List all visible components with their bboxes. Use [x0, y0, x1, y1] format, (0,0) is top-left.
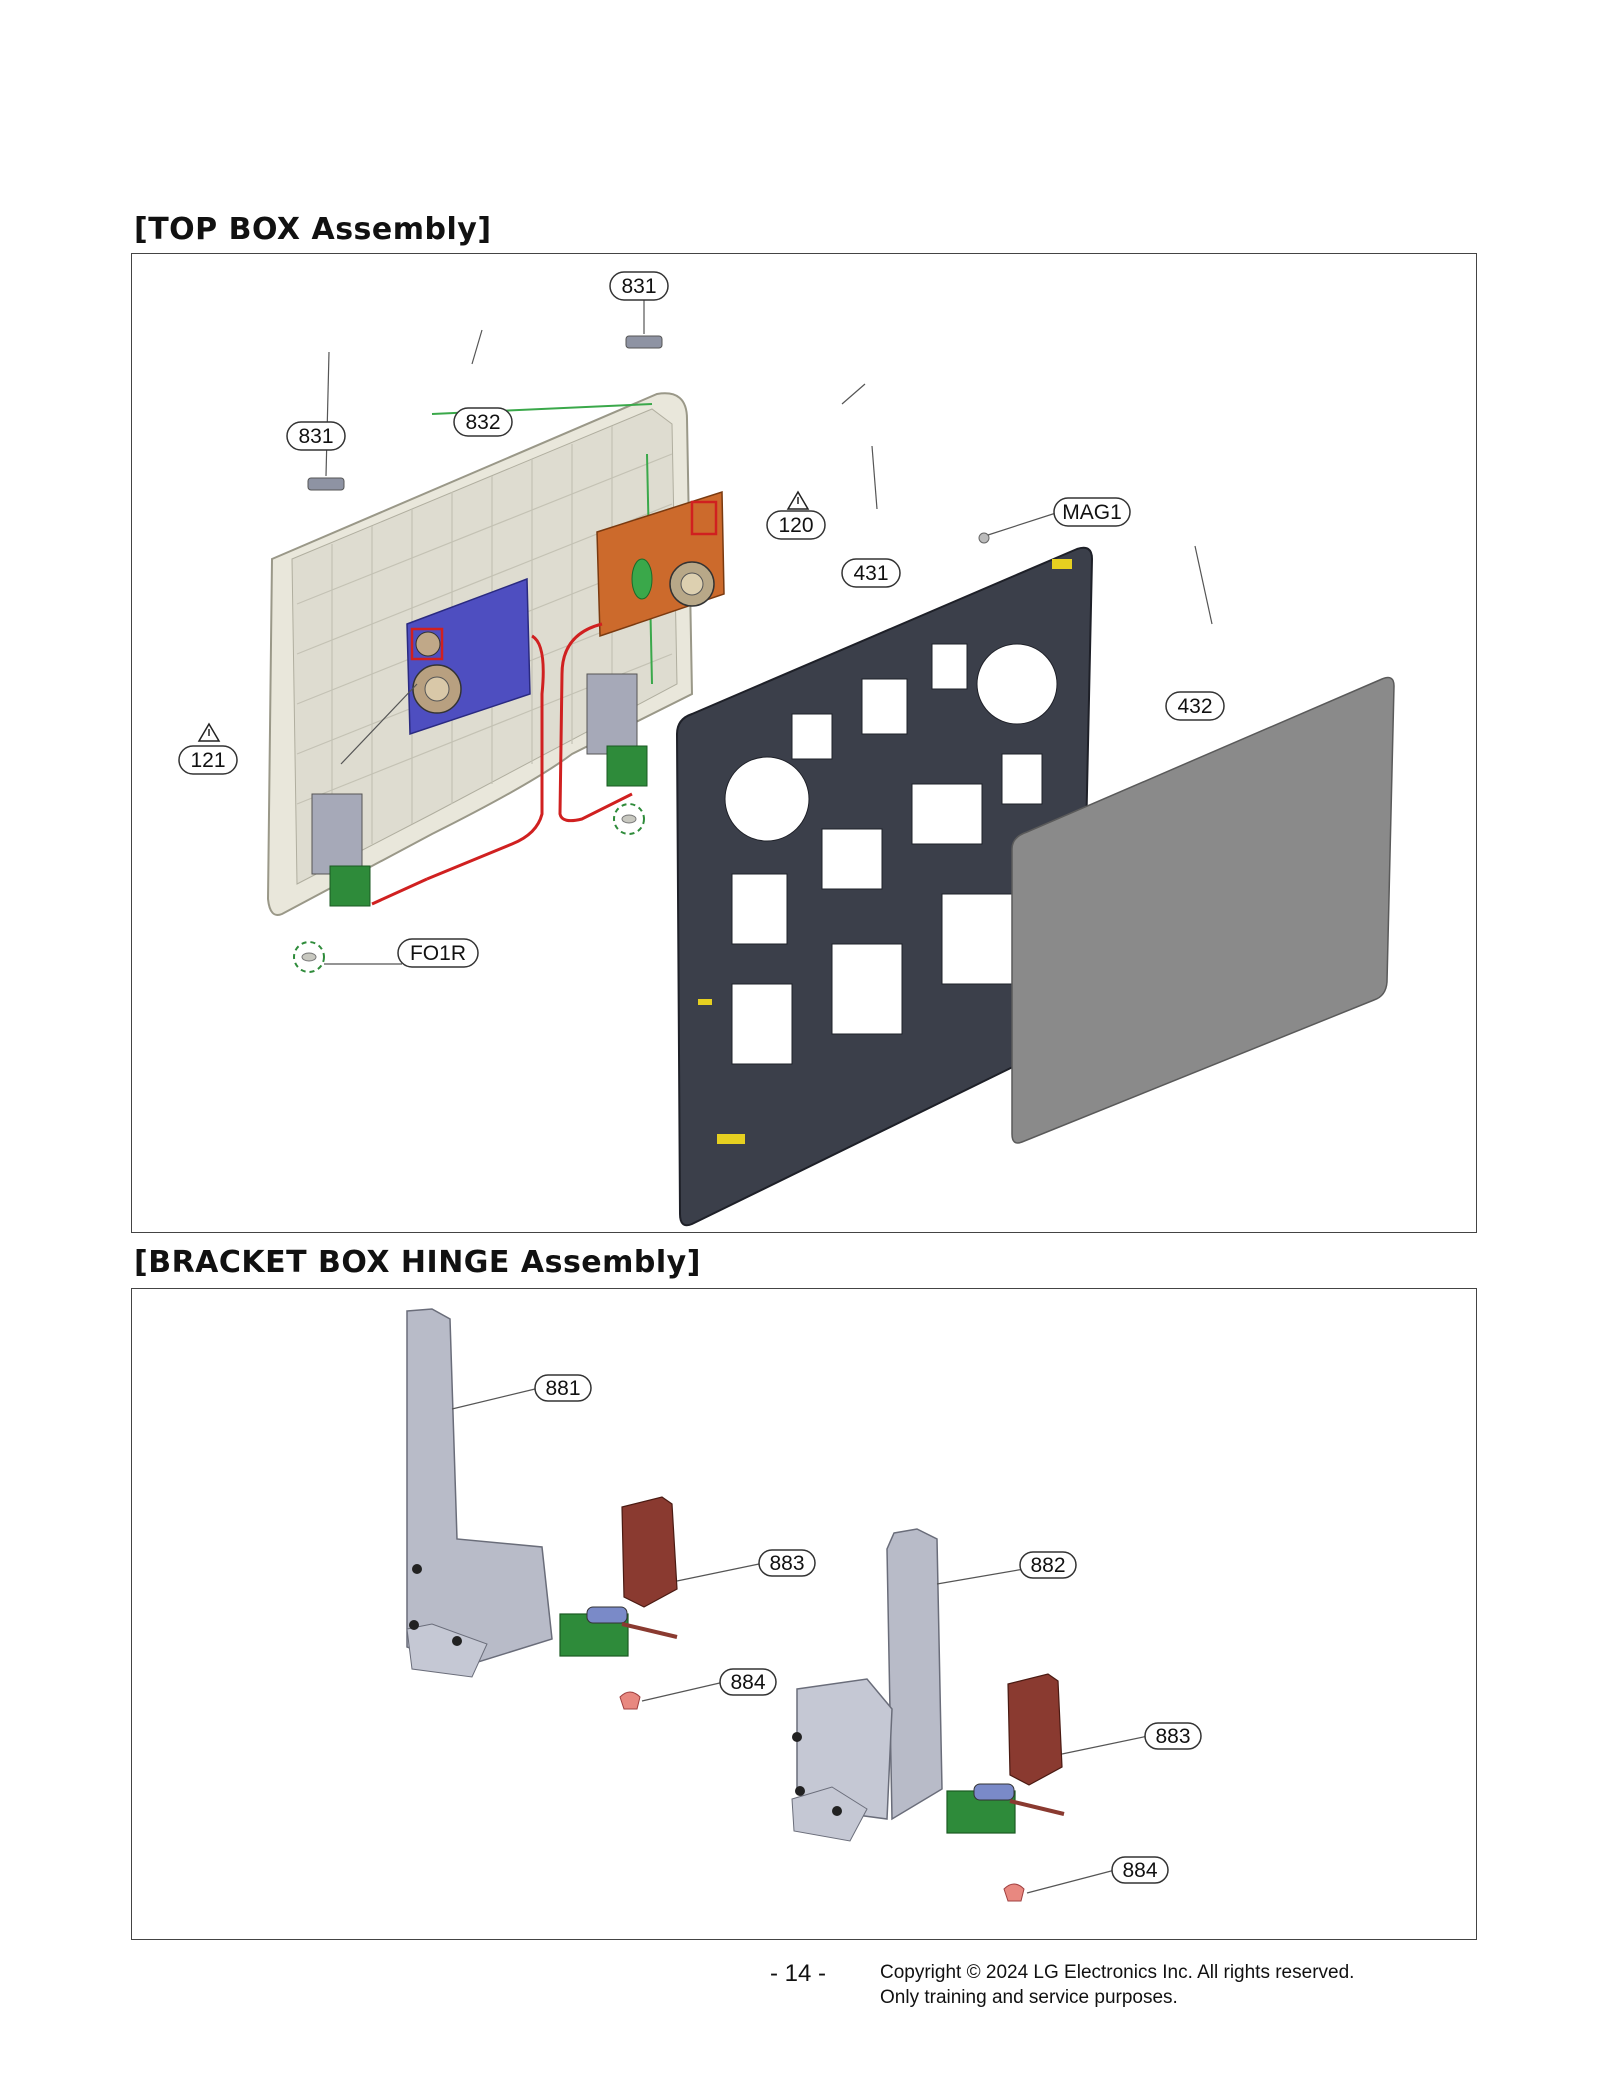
- callout-881: 881: [534, 1374, 592, 1402]
- bracket-881: [406, 1308, 553, 1678]
- top-box-panel: 831 831 832 120 MAG1 431 432 121: [131, 253, 1477, 1233]
- fo1r-detail-circle: [293, 941, 325, 973]
- bracket-hinge-panel: 881 883 884 882 883 884: [131, 1288, 1477, 1940]
- part-831-left: [307, 477, 345, 491]
- callout-884-left: 884: [719, 1668, 777, 1696]
- bracket-hinge-diagram: 881 883 884 882 883 884: [406, 1308, 1202, 1902]
- hinge-left: [311, 793, 371, 907]
- bracket-hinge-title: [BRACKET BOX HINGE Assembly]: [134, 1245, 701, 1280]
- svg-text:831: 831: [298, 425, 333, 448]
- svg-text:432: 432: [1177, 695, 1212, 718]
- pcb-121: [406, 577, 531, 736]
- panel-432: [1011, 676, 1395, 1144]
- svg-text:121: 121: [190, 749, 225, 772]
- copyright-line-1: Copyright © 2024 LG Electronics Inc. All…: [880, 1962, 1355, 1983]
- callout-121: 121: [178, 745, 238, 775]
- svg-text:882: 882: [1030, 1554, 1065, 1577]
- svg-text:881: 881: [545, 1377, 580, 1400]
- fo1r-part-circle: [613, 803, 645, 835]
- mag1-part: [978, 532, 990, 544]
- callout-883-left: 883: [758, 1549, 816, 1577]
- part-831-top: [625, 335, 663, 349]
- top-box-diagram: 831 831 832 120 MAG1 431 432 121: [178, 271, 1395, 1227]
- pcb-120: [596, 490, 725, 638]
- copyright-line-2: Only training and service purposes.: [880, 1987, 1178, 2008]
- svg-text:832: 832: [465, 411, 500, 434]
- clip-884-right: [1003, 1883, 1025, 1902]
- callout-432: 432: [1165, 691, 1225, 721]
- hinge-883-left: [559, 1496, 678, 1657]
- warning-icon: [197, 722, 221, 742]
- callout-431: 431: [841, 558, 901, 588]
- callout-120: 120: [766, 510, 826, 540]
- svg-text:MAG1: MAG1: [1062, 501, 1122, 524]
- copyright-notice: Copyright © 2024 LG Electronics Inc. All…: [880, 1960, 1354, 2010]
- hinge-883-right: [946, 1673, 1065, 1834]
- callout-mag1: MAG1: [1053, 497, 1131, 527]
- callout-882: 882: [1019, 1551, 1077, 1579]
- callout-884-right: 884: [1111, 1856, 1169, 1884]
- top-box-title: [TOP BOX Assembly]: [134, 212, 492, 247]
- callout-831-left: 831: [286, 421, 346, 451]
- svg-text:884: 884: [730, 1671, 765, 1694]
- hinge-right: [586, 673, 648, 787]
- svg-text:FO1R: FO1R: [410, 942, 466, 965]
- callout-883-right: 883: [1144, 1722, 1202, 1750]
- page-number: - 14 -: [770, 1960, 827, 1987]
- svg-text:883: 883: [769, 1552, 804, 1575]
- svg-text:431: 431: [853, 562, 888, 585]
- clip-884-left: [619, 1691, 641, 1710]
- warning-icon: [786, 490, 810, 510]
- leader-lines: [324, 298, 1213, 965]
- svg-text:884: 884: [1122, 1859, 1157, 1882]
- wire-harness: [371, 622, 633, 906]
- svg-text:883: 883: [1155, 1725, 1190, 1748]
- bracket-882: [791, 1528, 943, 1842]
- svg-text:831: 831: [621, 275, 656, 298]
- svg-text:120: 120: [778, 514, 813, 537]
- callout-832: 832: [453, 407, 513, 437]
- callout-831-top: 831: [609, 271, 669, 301]
- callout-fo1r: FO1R: [397, 938, 479, 968]
- hinge-leader-lines: [451, 1388, 1149, 1894]
